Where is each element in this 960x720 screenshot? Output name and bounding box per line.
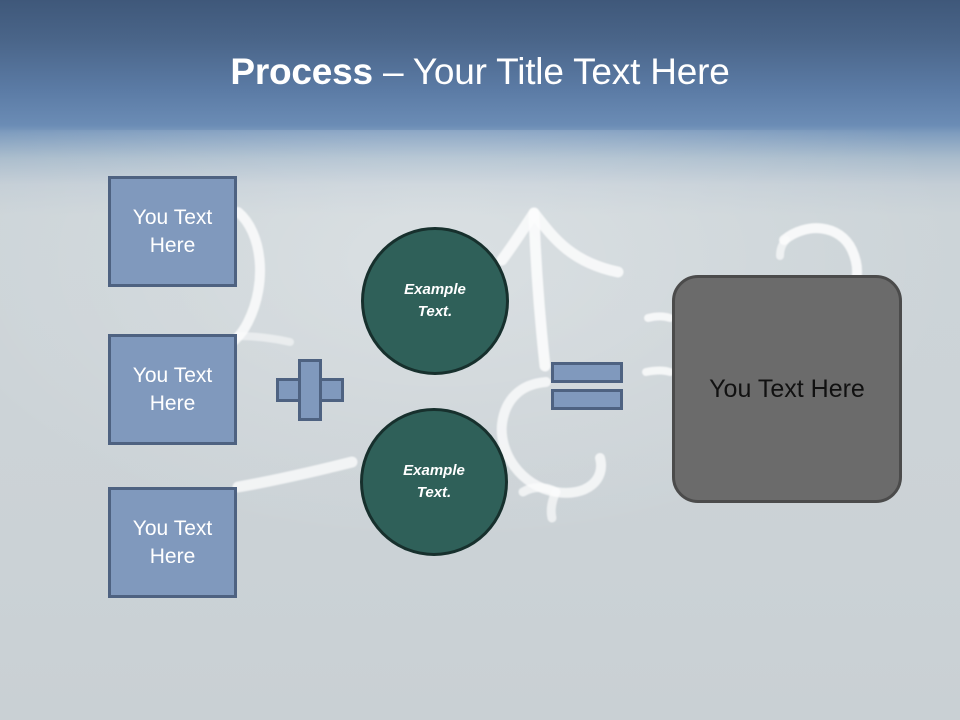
input-box-3-label: You Text Here (132, 516, 213, 568)
example-circle-2-line1: Example (403, 462, 465, 479)
example-circle-1-line2: Text. (417, 303, 453, 320)
example-circle-2[interactable]: Example Text. (360, 408, 508, 556)
input-box-1-label: You Text Here (132, 205, 213, 257)
slide-title: Process – Your Title Text Here (0, 50, 960, 94)
example-circle-1-line1: Example (404, 281, 466, 298)
equals-top-bar (551, 362, 623, 383)
plus-center-fill (301, 381, 319, 399)
input-box-1[interactable]: You Text Here (108, 176, 237, 287)
input-box-3[interactable]: You Text Here (108, 487, 237, 598)
example-circle-1[interactable]: Example Text. (361, 227, 509, 375)
example-circle-2-line2: Text. (416, 484, 452, 501)
input-box-2-label: You Text Here (132, 363, 213, 415)
result-box-label: You Text Here (709, 375, 865, 403)
equals-bottom-bar (551, 389, 623, 410)
equals-operator-icon (551, 362, 623, 410)
slide-title-rest: – Your Title Text Here (372, 51, 730, 92)
slide-title-strong: Process (230, 51, 373, 92)
input-box-2[interactable]: You Text Here (108, 334, 237, 445)
plus-operator-icon (276, 359, 344, 421)
result-box[interactable]: You Text Here (672, 275, 902, 503)
